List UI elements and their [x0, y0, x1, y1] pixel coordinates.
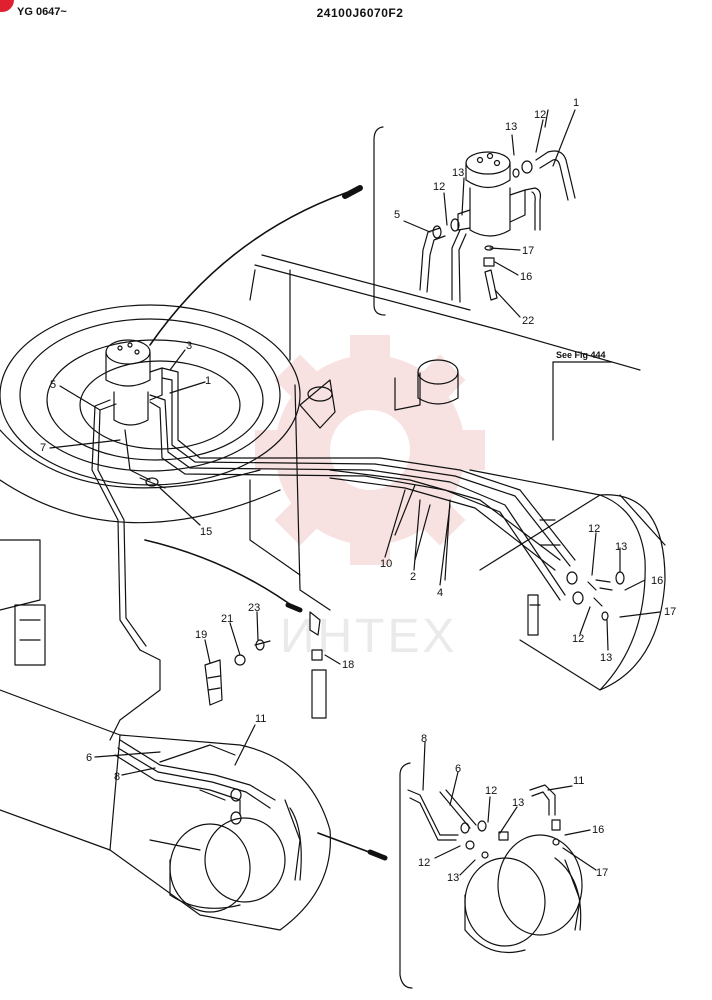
callout-bottom-17: 17 — [596, 867, 608, 879]
inset-bracket-top — [373, 126, 386, 316]
callout-main-16: 16 — [651, 575, 663, 587]
callout-main-18: 18 — [342, 659, 354, 671]
callout-top-22: 22 — [522, 315, 534, 327]
callout-main-13a: 13 — [615, 541, 627, 553]
watermark: ИНТЕХ — [255, 335, 485, 663]
callout-main-6: 6 — [86, 752, 92, 764]
callout-top-13: 13 — [505, 121, 517, 133]
callout-bottom-6: 6 — [455, 763, 461, 775]
callout-top-5: 5 — [394, 209, 400, 221]
callout-bottom-11: 11 — [573, 775, 584, 787]
serial-range: YG 0647~ — [17, 6, 67, 18]
see-fig-label: See Fig 444 — [556, 350, 606, 360]
callout-main-23: 23 — [248, 602, 260, 614]
fittings-right — [595, 579, 613, 591]
callout-bottom-8: 8 — [421, 733, 427, 745]
inset-bracket-bottom — [399, 762, 413, 989]
callout-main-10: 10 — [380, 558, 392, 570]
callout-top-12: 12 — [534, 109, 546, 121]
callout-main-11: 11 — [255, 713, 266, 725]
callout-bottom-12b: 12 — [418, 857, 430, 869]
callout-main-5: 5 — [50, 379, 56, 391]
callout-top-13b: 13 — [452, 167, 464, 179]
main-assembly — [0, 254, 666, 931]
callout-main-2: 2 — [410, 571, 416, 583]
callout-main-12b: 12 — [572, 633, 584, 645]
callout-main-7: 7 — [40, 442, 46, 454]
callout-main-13b: 13 — [600, 652, 612, 664]
callout-main-17: 17 — [664, 606, 676, 618]
callout-bottom-13a: 13 — [512, 797, 524, 809]
callout-main-12a: 12 — [588, 523, 600, 535]
callout-main-8: 8 — [114, 771, 120, 783]
callout-main-21: 21 — [221, 613, 233, 625]
callout-bottom-13b: 13 — [447, 872, 459, 884]
callout-top-12b: 12 — [433, 181, 445, 193]
callout-top-1: 1 — [573, 97, 579, 109]
callout-bottom-16: 16 — [592, 824, 604, 836]
bottom-inset-detail — [399, 741, 597, 989]
callout-top-17: 17 — [522, 245, 534, 257]
callout-labels: 1 13 12 13 12 5 17 16 22 3 1 5 7 15 10 2… — [40, 97, 676, 884]
top-inset-detail — [373, 109, 576, 318]
leader-arc-top — [149, 187, 361, 346]
callout-main-1: 1 — [205, 375, 211, 387]
callout-bottom-12a: 12 — [485, 785, 497, 797]
callout-main-3: 3 — [186, 340, 192, 352]
watermark-text: ИНТЕХ — [280, 610, 458, 663]
callout-main-4: 4 — [437, 587, 443, 599]
header: YG 0647~ 24100J6070F2 — [0, 0, 712, 30]
callout-top-16: 16 — [520, 271, 532, 283]
callout-main-19: 19 — [195, 629, 207, 641]
drawing-number: 24100J6070F2 — [316, 6, 404, 20]
callout-main-15: 15 — [200, 526, 212, 538]
